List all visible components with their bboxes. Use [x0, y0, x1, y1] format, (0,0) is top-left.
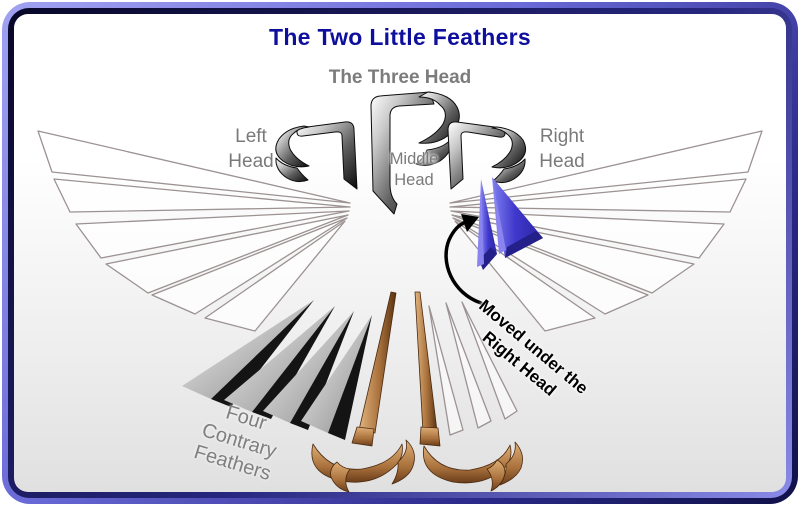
right-head-label: Right Head [532, 124, 592, 174]
blue-feather [481, 179, 497, 270]
right-wing-feathers [449, 130, 763, 332]
contrary-feather-top-face [263, 311, 354, 423]
right-head-label-line1: Right [539, 126, 585, 147]
right-talon-main [422, 444, 512, 484]
middle-head-band [370, 91, 435, 215]
contrary-feather-shadow-face [290, 311, 354, 430]
contrary-feather-shadow-face [211, 300, 314, 407]
contrary-feather-shadow-face [328, 315, 372, 440]
arrow-head [461, 214, 479, 232]
arrow-curve [444, 220, 483, 305]
blue-feather-highlight [477, 179, 484, 267]
blue-feather-base-shadow [505, 231, 543, 258]
middle-head-label-line2: Head [394, 171, 434, 190]
eagle-legs [311, 291, 523, 493]
tail-feather [445, 302, 492, 429]
four-contrary-feathers [182, 300, 372, 440]
tail-feather [428, 305, 464, 436]
contrary-feather-top-face [224, 306, 335, 412]
left-head-beak [275, 125, 310, 168]
left-talon-claw [391, 439, 415, 485]
two-little-blue-feathers [477, 177, 543, 270]
blue-feather-highlight [492, 177, 506, 254]
contrary-feather-top-face [301, 315, 372, 433]
contrary-feather-top-face [182, 300, 314, 399]
left-head-label: Left Head [220, 124, 282, 174]
tail-feather [461, 301, 518, 420]
right-ankle [419, 426, 441, 447]
left-leg [358, 291, 397, 434]
diagram-subtitle: The Three Head [328, 67, 472, 88]
right-talon-small-claw [486, 459, 506, 492]
left-wing-feathers [37, 130, 351, 332]
middle-head-label: Middle Head [384, 149, 444, 192]
wing-feather [105, 214, 349, 294]
right-leg [414, 291, 438, 433]
diagram-background [14, 14, 786, 492]
middle-head-label-line1: Middle [389, 150, 439, 168]
wing-feather [75, 210, 350, 259]
wing-feather [204, 220, 346, 332]
curved-arrow-icon [444, 214, 483, 305]
right-head-label-line2: Head [539, 151, 585, 173]
diagram-title: The Two Little Feathers [268, 24, 532, 50]
left-head-label-line1: Left [235, 126, 267, 147]
left-talon-main [311, 443, 403, 483]
left-head-lower-beak [275, 157, 309, 183]
contrary-feather-shadow-face [252, 306, 335, 419]
left-talon-small-claw [330, 461, 351, 493]
right-head-lower-beak [492, 158, 526, 184]
three-heads [275, 91, 527, 215]
wing-feather [151, 217, 348, 315]
wing-feather [37, 130, 351, 204]
right-head-beak [491, 126, 527, 169]
blue-feather-base-shadow [479, 247, 497, 270]
wing-feather [449, 178, 747, 213]
tail-feather-outlines [428, 301, 518, 436]
wing-feather [449, 130, 763, 204]
wing-feather [53, 178, 351, 213]
left-head-label-line2: Head [228, 151, 274, 173]
middle-head-lower-beak [415, 138, 452, 166]
left-ankle [351, 426, 375, 447]
